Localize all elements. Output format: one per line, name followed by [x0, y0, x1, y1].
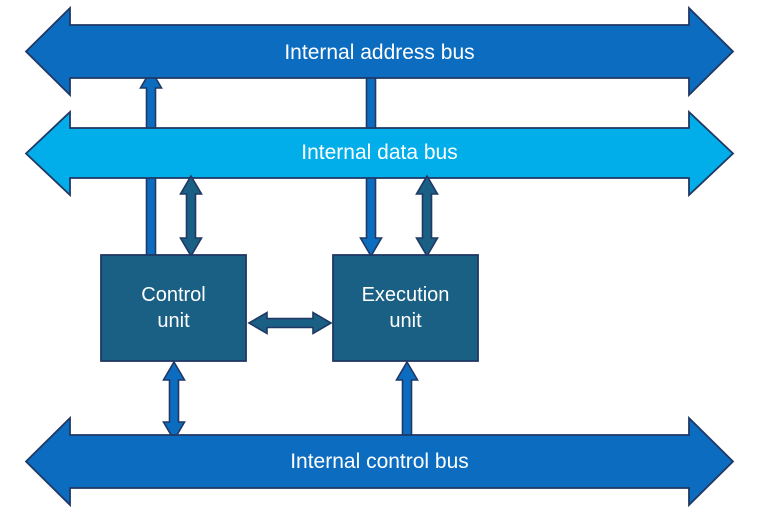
connector-data-to-execution-unit — [415, 174, 439, 258]
unit-box-execution-unit — [332, 254, 479, 362]
unit-box-control-unit — [100, 254, 247, 362]
bus-address — [24, 5, 735, 98]
connector-control-unit-to-execution-unit — [247, 311, 333, 335]
bus-control — [24, 415, 735, 508]
bus-data — [24, 109, 735, 198]
connector-control-unit-to-control-bus — [162, 360, 186, 442]
connector-execution-unit-to-control-bus — [395, 360, 419, 441]
connector-data-to-control-unit — [179, 174, 203, 258]
